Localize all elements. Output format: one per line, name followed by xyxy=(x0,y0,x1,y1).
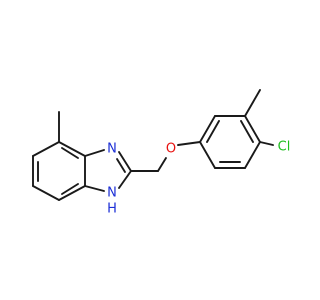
bond xyxy=(58,141,86,157)
bond xyxy=(84,185,105,192)
bond xyxy=(118,170,132,189)
bond xyxy=(58,185,86,201)
o-aryl-bond xyxy=(177,141,201,146)
double-bond-inner xyxy=(240,120,254,143)
bond xyxy=(32,185,60,201)
atom-label-h-amine: H xyxy=(107,202,117,217)
bond xyxy=(199,115,216,143)
bond xyxy=(244,141,261,169)
bond xyxy=(118,151,132,172)
molecule-structure-diagram: N N H O Cl xyxy=(32,89,291,217)
bond xyxy=(244,115,261,143)
atom-label-n-imine: N xyxy=(107,142,117,157)
methyl-bond-right xyxy=(244,89,261,117)
bond xyxy=(84,149,105,157)
cl-bond xyxy=(259,141,274,146)
bond xyxy=(32,141,60,157)
benzene-ring-left xyxy=(32,141,86,201)
ch2-o-bond xyxy=(157,157,167,172)
bond xyxy=(199,141,216,169)
double-bond-inner xyxy=(206,120,220,143)
double-bond-inner xyxy=(116,158,126,173)
double-bond-inner xyxy=(61,183,79,195)
double-bond-inner xyxy=(61,147,79,159)
atom-label-cl: Cl xyxy=(278,140,291,155)
atom-label-o-ether: O xyxy=(166,142,176,157)
imidazole-ring xyxy=(84,149,132,192)
atom-label-n-amine: N xyxy=(107,186,117,201)
benzene-ring-right xyxy=(199,115,261,169)
